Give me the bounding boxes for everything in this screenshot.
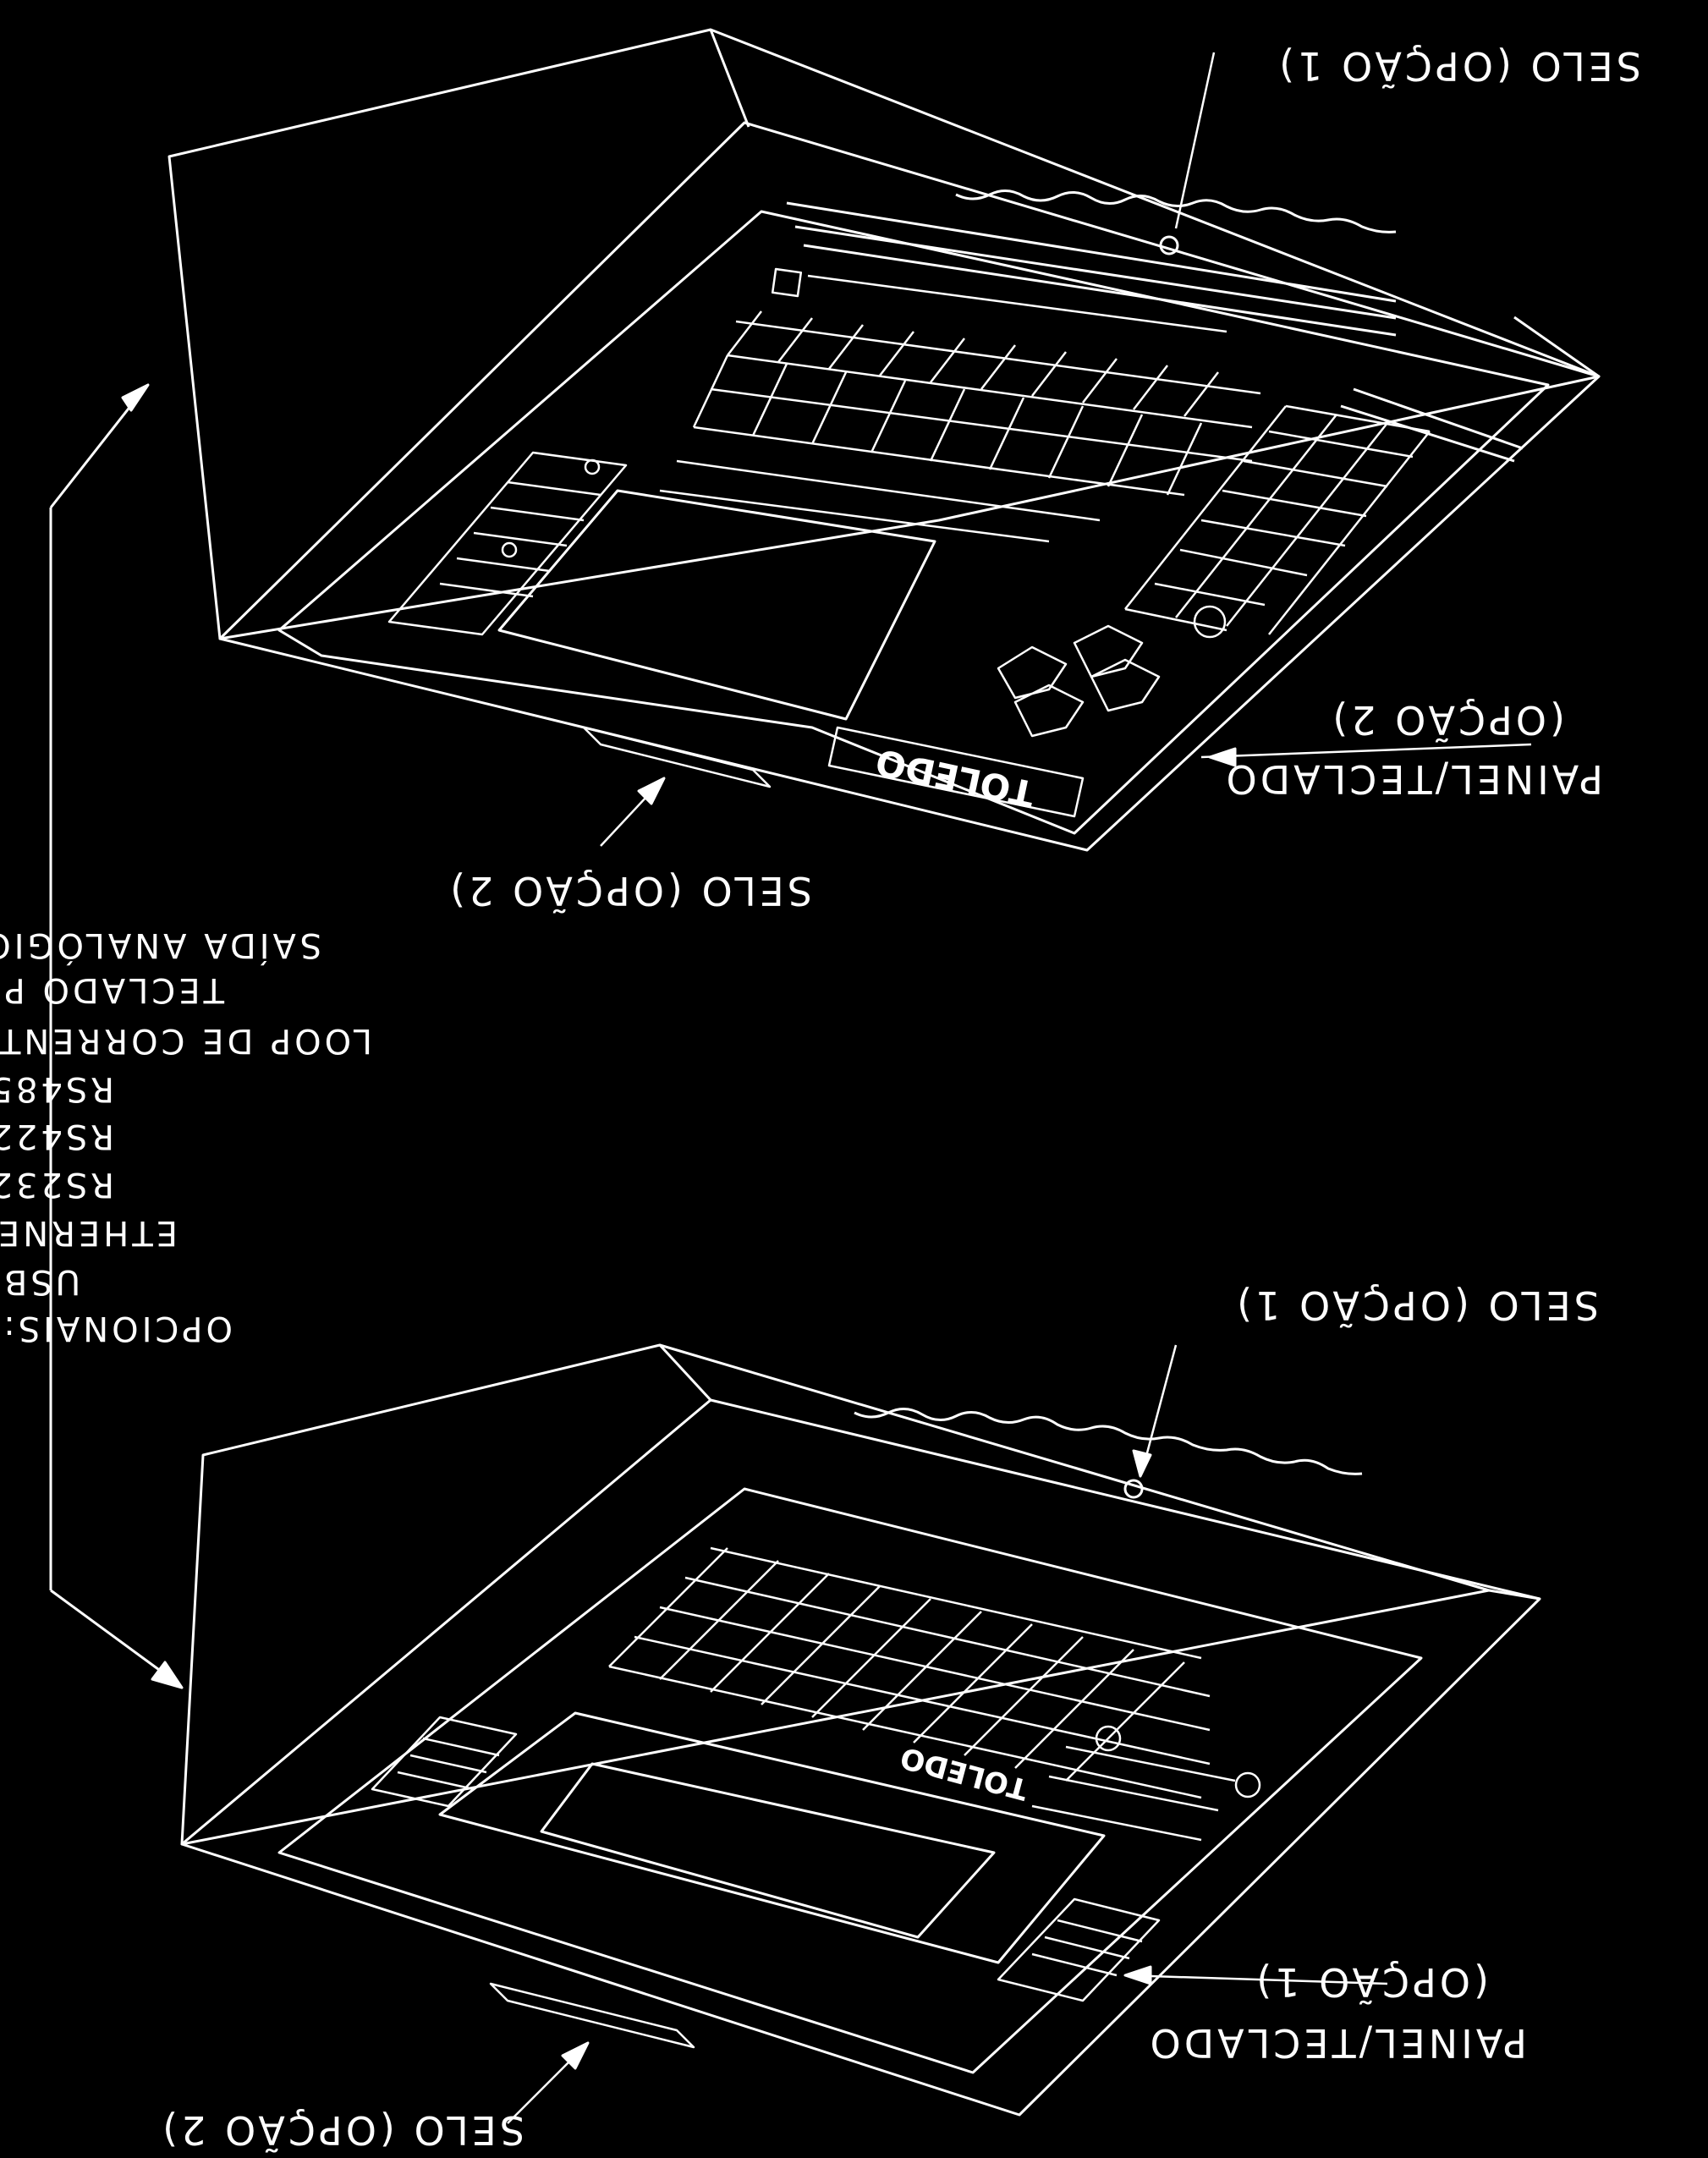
top-arrow-keys bbox=[997, 624, 1161, 738]
top-panel-frame bbox=[277, 210, 1550, 835]
top-hood bbox=[168, 28, 1601, 640]
selo-opcao1-bottom-label: SELO (OPÇÃO 1) bbox=[1233, 1282, 1599, 1328]
bottom-display bbox=[540, 1762, 996, 1939]
top-keyboard bbox=[659, 267, 1431, 639]
options-item-ethernet: ETHERNET bbox=[0, 1213, 178, 1252]
selo-opcao2-top-label: SELO (OPÇÃO 2) bbox=[447, 868, 812, 914]
options-item-usb: USB bbox=[0, 1262, 80, 1301]
bottom-lid bbox=[180, 1398, 1541, 2117]
top-lid bbox=[218, 121, 1601, 852]
options-item-rs422: RS422 bbox=[0, 1117, 114, 1156]
top-terminal-drawing bbox=[49, 28, 1601, 1354]
selo-opcao1-top-label: SELO (OPÇÃO 1) bbox=[1276, 43, 1641, 89]
top-seal-wire bbox=[955, 189, 1397, 233]
bottom-hood bbox=[180, 1343, 1491, 1846]
bottom-bracket bbox=[489, 1982, 695, 2049]
bottom-keyboard bbox=[608, 1546, 1261, 1842]
painel-opcao1-line1: (OPÇÃO 1) bbox=[1253, 1959, 1489, 2005]
painel-opcao2-line1: (OPÇÃO 2) bbox=[1329, 697, 1565, 743]
painel-opcao2-line2: PAINEL/TECLADO bbox=[1222, 756, 1604, 802]
options-item-rs485: RS485 bbox=[0, 1069, 114, 1108]
options-item-analog: SAÍDA ANALÓGICA bbox=[0, 925, 321, 964]
top-status-keys bbox=[387, 451, 628, 636]
options-item-rs232: RS232 bbox=[0, 1165, 114, 1204]
bottom-panel-frame bbox=[277, 1487, 1423, 2074]
selo-opcao2-bottom-label: SELO (OPÇÃO 2) bbox=[159, 2107, 524, 2153]
bottom-status-keys-left bbox=[371, 1716, 518, 1808]
bottom-brand-text: TOLEDO bbox=[897, 1740, 1031, 1807]
top-brand-badge bbox=[827, 726, 1085, 818]
options-title: OPCIONAIS: bbox=[0, 1309, 233, 1348]
painel-opcao1-line2: PAINEL/TECLADO bbox=[1146, 2020, 1528, 2066]
bottom-seal-wire bbox=[854, 1408, 1363, 1475]
top-display bbox=[497, 489, 936, 721]
bottom-display-outer bbox=[438, 1711, 1106, 1964]
options-item-current-loop: LOOP DE CORRENTE bbox=[0, 1021, 372, 1060]
bottom-status-keys-right bbox=[997, 1897, 1161, 2002]
bottom-terminal-drawing bbox=[49, 1343, 1541, 2124]
top-bracket bbox=[582, 726, 772, 788]
options-item-pc-keyboard: TECLADO PC bbox=[0, 970, 224, 1009]
